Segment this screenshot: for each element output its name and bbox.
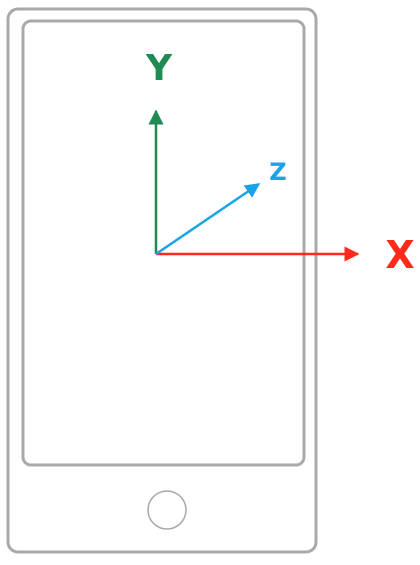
z-axis-arrow: [155, 182, 261, 256]
phone-screen: [21, 19, 306, 467]
phone-body: [6, 7, 318, 554]
x-axis-label: X: [385, 233, 414, 277]
home-button-icon: [147, 490, 187, 530]
y-axis-label: Y: [145, 48, 173, 89]
z-axis-label: Z: [269, 158, 286, 186]
